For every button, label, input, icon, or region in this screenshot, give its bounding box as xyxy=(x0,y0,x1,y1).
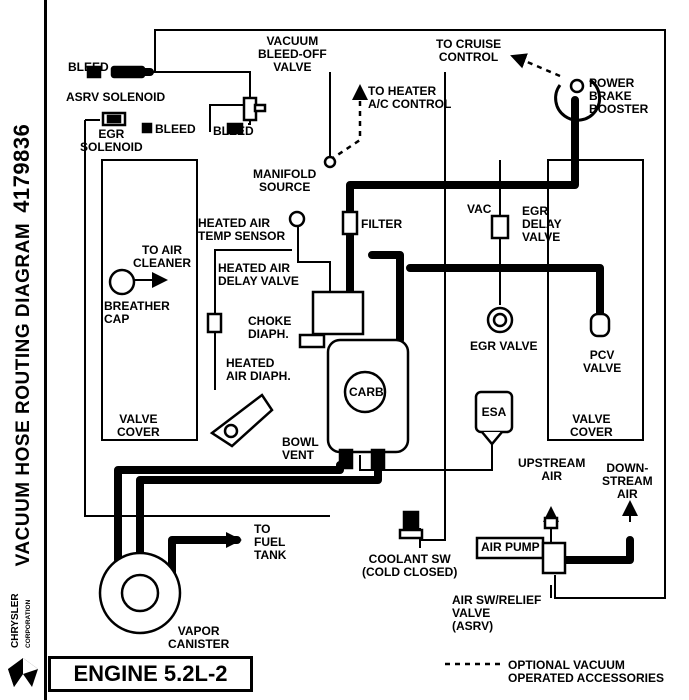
label-bleed-mid: BLEED xyxy=(155,122,196,136)
label-egr-valve: EGR VALVE xyxy=(470,339,538,353)
label-filter: FILTER xyxy=(361,217,403,231)
components xyxy=(86,65,611,635)
chrysler-pentastar-logo-icon: CHRYSLER CORPORATION xyxy=(8,593,38,687)
brand-sub: CORPORATION xyxy=(25,599,32,648)
label-esa: ESA xyxy=(481,405,507,419)
label-carb: CARB xyxy=(349,385,384,399)
engine-label: ENGINE 5.2L-2 xyxy=(73,661,228,686)
label-asrv-solenoid: ASRV SOLENOID xyxy=(66,90,166,104)
label-air-pump: AIR PUMP xyxy=(481,540,540,554)
engine-box: ENGINE 5.2L-2 xyxy=(48,656,253,692)
brand-name: CHRYSLER xyxy=(10,593,21,648)
optional-dashed-lines xyxy=(329,56,561,666)
label-bleed-right: BLEED xyxy=(213,124,254,138)
label-vac: VAC xyxy=(467,202,492,216)
heavy-vacuum-hoses xyxy=(114,68,634,579)
label-coolant-sw: COOLANT SW(COLD CLOSED) xyxy=(362,552,458,579)
thin-vacuum-lines xyxy=(84,29,666,599)
title-sidebar: VACUUM HOSE ROUTING DIAGRAM4179836 CHRYS… xyxy=(0,0,47,700)
label-bleed-top: BLEED xyxy=(68,60,109,74)
